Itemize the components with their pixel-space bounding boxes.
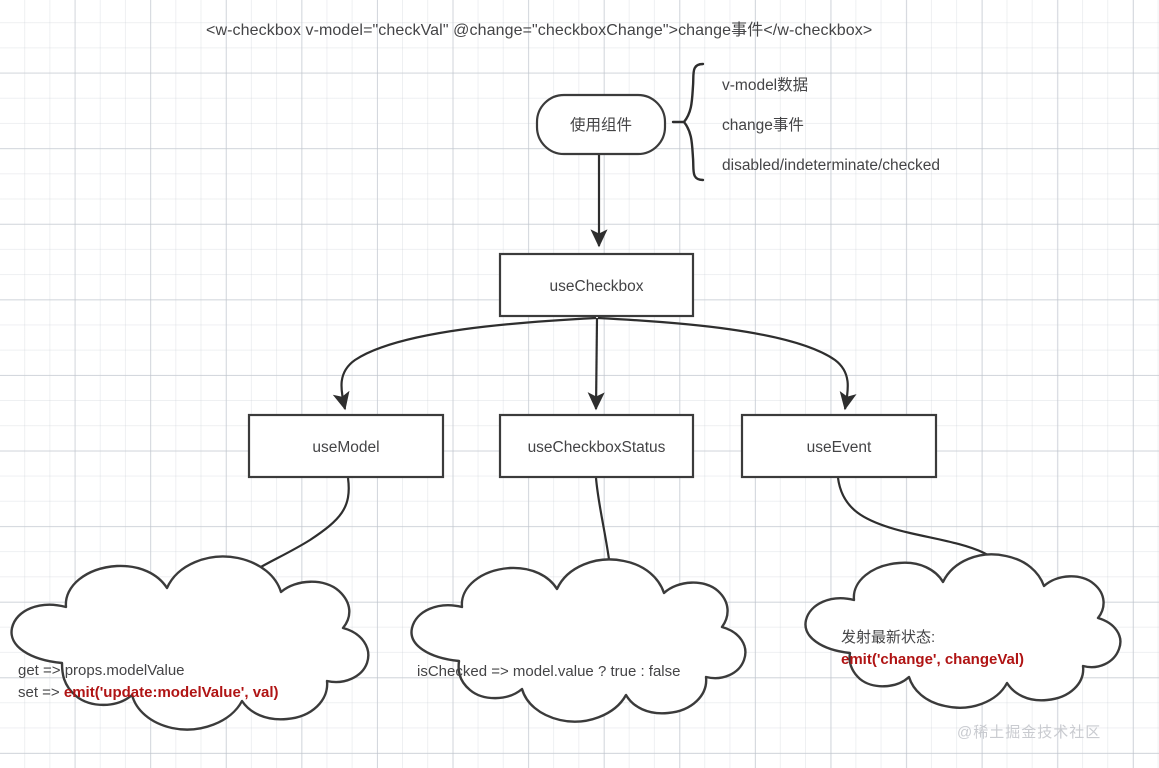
node-component-label: 使用组件 <box>569 117 632 134</box>
node-usemodel-shape <box>247 413 445 479</box>
node-component-shape <box>535 93 667 156</box>
cloud-model-line1: get => props.modelValue <box>18 662 185 679</box>
edge-usecheckbox-to-usemodel <box>332 316 597 411</box>
brace-item-attrs: disabled/indeterminate/checked <box>722 157 940 174</box>
edge-usecheckbox-to-usecheckboxstatus <box>587 317 605 411</box>
watermark-label: @稀土掘金技术社区 <box>957 724 1102 741</box>
node-usecheckbox-shape <box>498 252 695 318</box>
node-usecheckbox-label: useCheckbox <box>549 278 644 295</box>
cloud-model-line2: set => emit('update:modelValue', val) <box>18 682 279 705</box>
node-useevent-shape <box>740 413 938 479</box>
cloud-model-line2-prefix: set => <box>18 684 64 701</box>
cloud-event-line1: 发射最新状态: <box>841 629 936 646</box>
brace-item-change: change事件 <box>722 117 804 134</box>
cloud-status-line1: isChecked => model.value ? true : false <box>417 663 681 680</box>
node-useevent-label: useEvent <box>806 439 872 456</box>
cloud-status-shape <box>410 558 747 723</box>
brace-path <box>682 62 705 182</box>
brace-item-vmodel: v-model数据 <box>722 77 809 94</box>
node-usecheckboxstatus-shape <box>498 413 695 479</box>
cloud-model-shape <box>10 555 370 731</box>
diagram-title: <w-checkbox v-model="checkVal" @change="… <box>206 22 873 39</box>
edge-usecheckbox-to-useevent <box>597 316 857 411</box>
node-usecheckboxstatus-label: useCheckboxStatus <box>527 439 666 456</box>
cloud-event-shape <box>804 553 1122 709</box>
cloud-model-line2-emit: emit('update:modelValue', val) <box>63 684 279 701</box>
cloud-event-line2-emit: emit('change', changeVal) <box>841 651 1025 668</box>
node-usemodel-label: useModel <box>312 439 380 456</box>
